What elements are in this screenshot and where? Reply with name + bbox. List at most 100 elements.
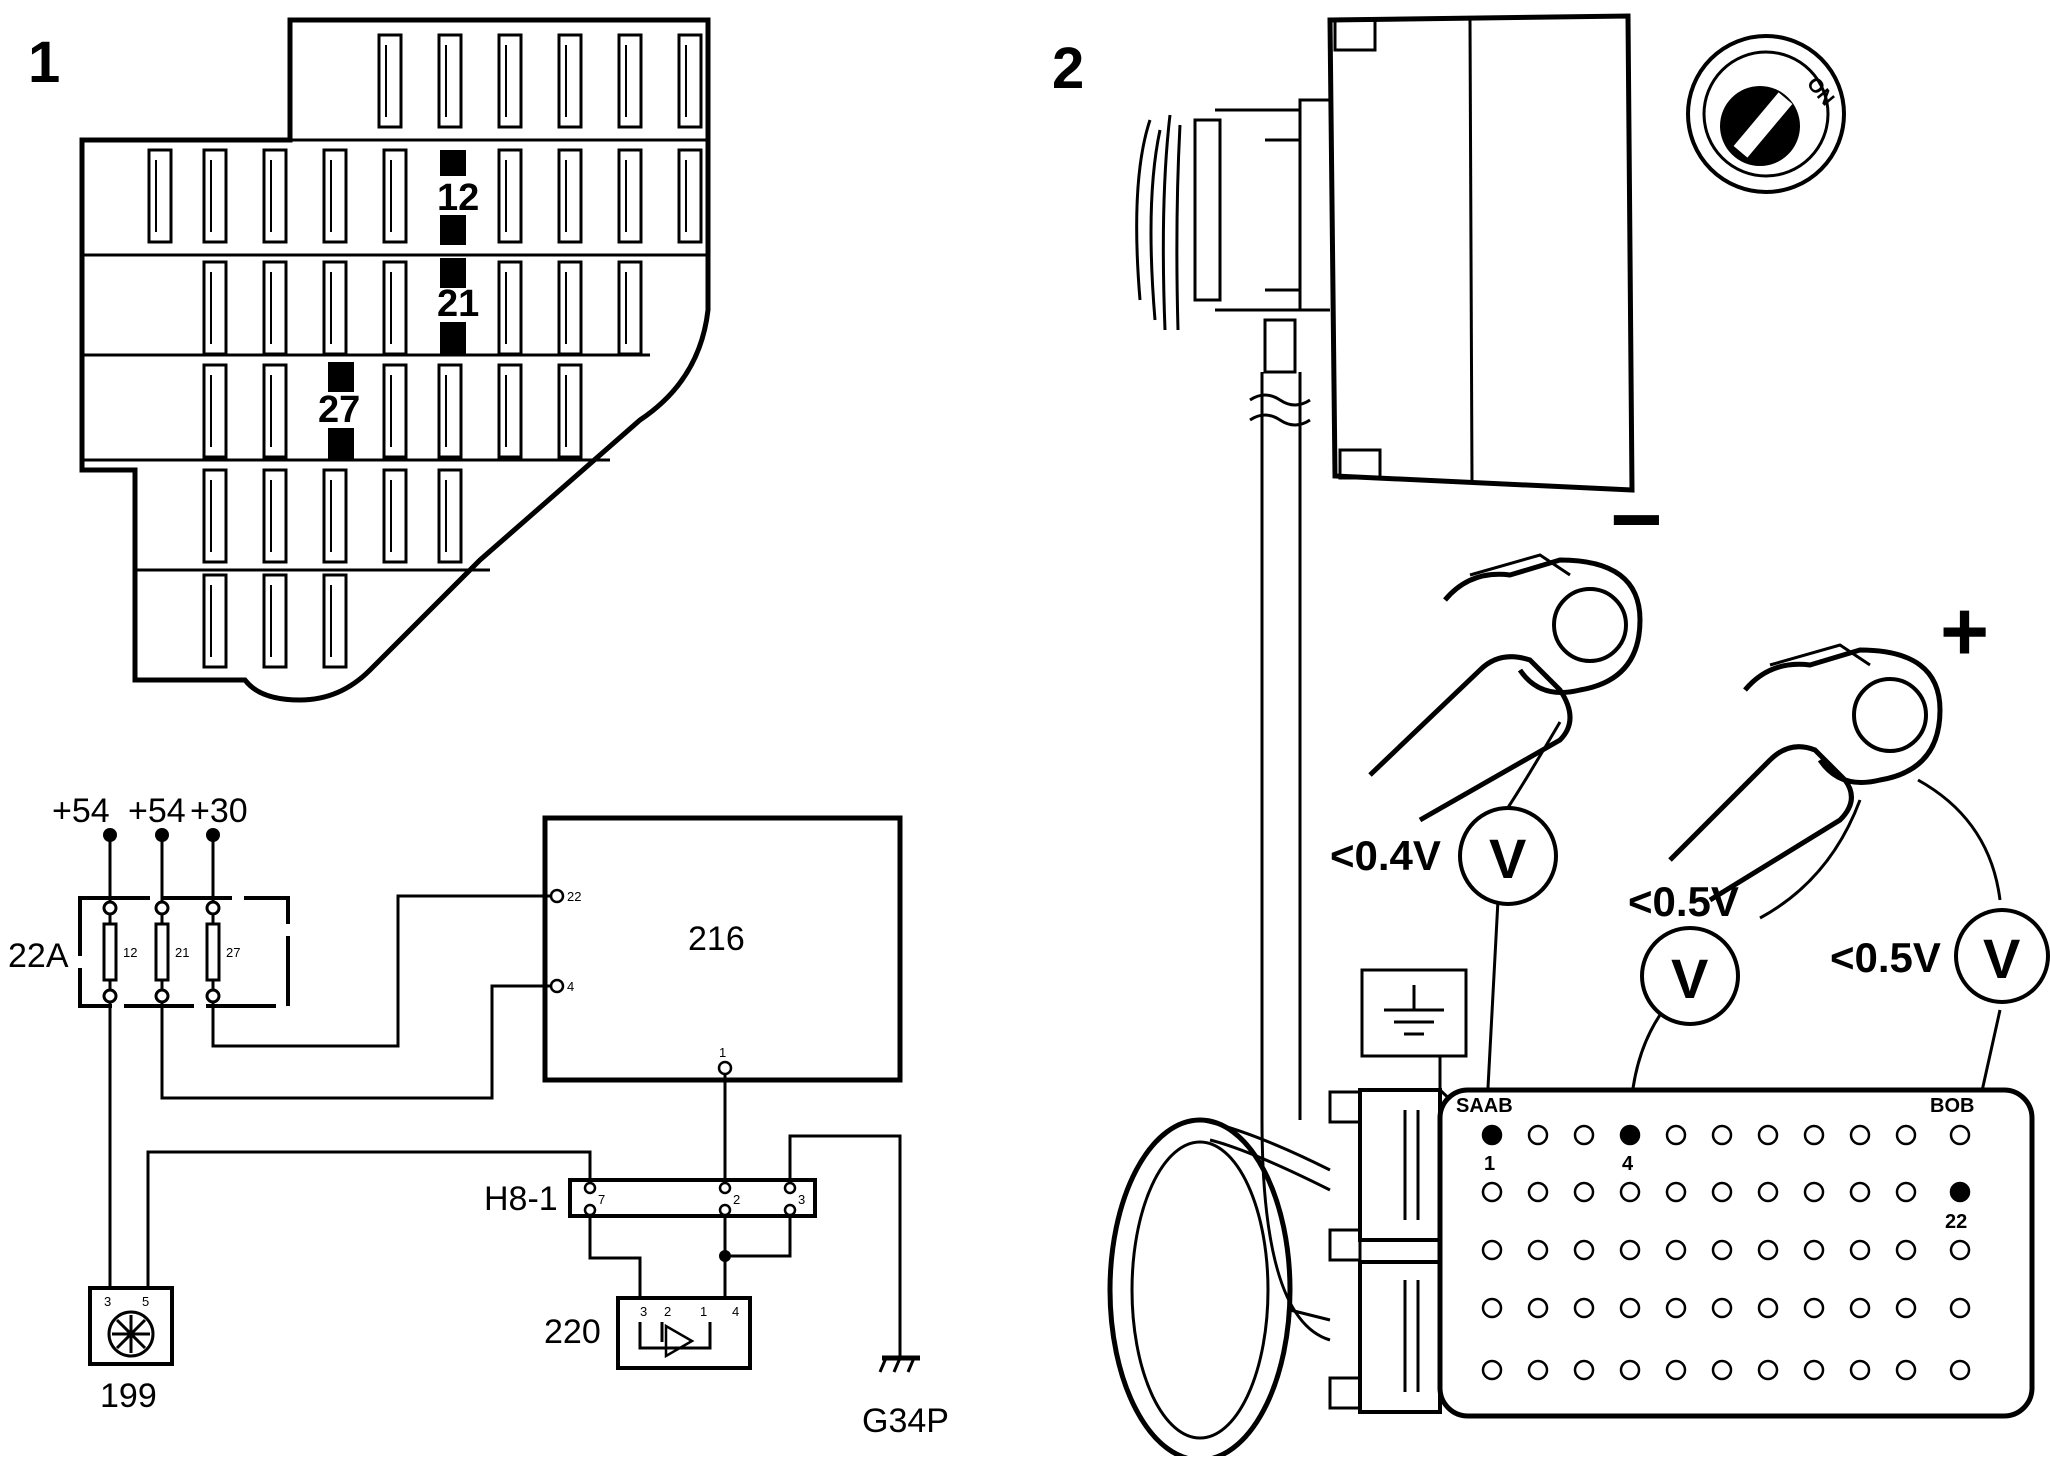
- pin-hole: [1619, 1359, 1641, 1381]
- pin-hole: [1665, 1359, 1687, 1381]
- fuse-slot: [202, 148, 228, 244]
- ecu-pin: 1: [719, 1045, 726, 1060]
- fuse-slot: [262, 148, 288, 244]
- breakout-box-right-label: BOB: [1930, 1095, 1974, 1117]
- test-pin-22: [1950, 1182, 1970, 1202]
- pin-hole: [1757, 1124, 1779, 1146]
- fuse-slot: [557, 363, 583, 459]
- pin-hole: [1665, 1297, 1687, 1319]
- ecu-label: 216: [688, 920, 745, 958]
- pin-hole: [1949, 1124, 1971, 1146]
- connector-h8-1: [568, 1178, 817, 1218]
- pin-hole: [1527, 1124, 1549, 1146]
- fuse-slot: [437, 33, 463, 129]
- fan-199: [88, 1286, 174, 1366]
- fuse-slot: [497, 260, 523, 356]
- ecu-pin: 4: [567, 979, 574, 994]
- fuse-slot: [202, 260, 228, 356]
- amplifier-icon: [664, 1323, 695, 1359]
- fuse-slot: [437, 363, 463, 459]
- breakout-box: SAAB BOB 1 4 22: [1437, 1087, 2035, 1419]
- pin-hole: [1803, 1181, 1825, 1203]
- ground-icon: [878, 1355, 920, 1373]
- fuse-slot: [202, 573, 228, 669]
- fuse-box: 12 21 27: [79, 17, 711, 703]
- fuse-slot: [557, 33, 583, 129]
- pin-hole: [1895, 1359, 1917, 1381]
- ecu-housing: [1135, 13, 1635, 1120]
- voltmeter: V: [1640, 926, 1740, 1026]
- fan-pin: 3: [104, 1294, 111, 1309]
- fuse-number: 12: [123, 945, 137, 960]
- supply-label: +54: [52, 792, 110, 830]
- fuse-slot: [557, 148, 583, 244]
- connector-label: H8-1: [484, 1180, 558, 1218]
- ignition-on-label: ON: [1802, 73, 1838, 110]
- fuse-slot: [262, 260, 288, 356]
- fuse-slot: [382, 363, 408, 459]
- fuse-grid: [147, 33, 703, 669]
- pin-hole: [1757, 1239, 1779, 1261]
- voltage-reading: <0.5V: [1830, 934, 1941, 981]
- sensor-pin: 1: [700, 1304, 707, 1319]
- pin-grid: [1481, 1124, 1971, 1381]
- fuse-slot: [382, 148, 408, 244]
- fuse-slot: [322, 573, 348, 669]
- fuse-number: 27: [226, 945, 240, 960]
- negative-battery-terminal: [1368, 553, 1643, 823]
- pin-hole: [1949, 1297, 1971, 1319]
- pin-hole: [1665, 1124, 1687, 1146]
- pin-hole: [1619, 1239, 1641, 1261]
- pin-hole: [1895, 1181, 1917, 1203]
- highlighted-fuse-marker: [440, 215, 466, 245]
- pin-hole: [1481, 1239, 1503, 1261]
- fuse-slot: [262, 363, 288, 459]
- pin-hole: [1803, 1124, 1825, 1146]
- positive-battery-terminal: [1668, 643, 1943, 903]
- pin-hole: [1527, 1359, 1549, 1381]
- panel-2-number: 2: [1052, 36, 1084, 101]
- fuse-slot: [617, 33, 643, 129]
- ground-label: G34P: [862, 1402, 949, 1440]
- pin-hole: [1665, 1181, 1687, 1203]
- fuse-12-label: 12: [437, 177, 479, 219]
- panel-1-number: 1: [28, 30, 60, 95]
- fuse-block-label: 22A: [8, 937, 69, 975]
- sensor-220: [616, 1296, 752, 1370]
- fuse-slot: [322, 468, 348, 564]
- breakout-box-left-label: SAAB: [1456, 1095, 1513, 1117]
- pin-hole: [1895, 1124, 1917, 1146]
- fuse-slot: [437, 468, 463, 564]
- pin-hole: [1849, 1297, 1871, 1319]
- pin-label: 1: [1484, 1153, 1495, 1175]
- wiring-schematic: +54 +54 +30 22A 12 21 27 216 22 4: [8, 792, 949, 1440]
- pin-hole: [1481, 1181, 1503, 1203]
- fuse-slot: [322, 260, 348, 356]
- voltmeter-symbol: V: [1489, 827, 1526, 890]
- ecu-216: [542, 815, 903, 1083]
- fuse-slot: [382, 260, 408, 356]
- pin-hole: [1803, 1239, 1825, 1261]
- pin-label: 4: [1622, 1153, 1634, 1175]
- ground-icon: [1360, 968, 1478, 1126]
- voltage-reading: <0.5V: [1628, 878, 1739, 925]
- fuse-block-22a: [78, 896, 290, 1008]
- negative-terminal-label: −: [1610, 470, 1663, 570]
- pin-hole: [1527, 1297, 1549, 1319]
- fuse-slot: [377, 33, 403, 129]
- sensor-pin: 4: [732, 1304, 739, 1319]
- fuse-slot: [497, 363, 523, 459]
- pin-hole: [1849, 1124, 1871, 1146]
- pin-hole: [1527, 1239, 1549, 1261]
- highlighted-fuse-marker: [440, 150, 466, 176]
- highlighted-fuse-marker: [440, 258, 466, 288]
- pin-hole: [1849, 1181, 1871, 1203]
- ecu-pin: 22: [567, 889, 581, 904]
- pin-hole: [1573, 1359, 1595, 1381]
- sensor-pin: 3: [640, 1304, 647, 1319]
- sensor-label: 220: [544, 1313, 601, 1351]
- pin-label: 22: [1945, 1211, 1967, 1233]
- fan-pin: 5: [142, 1294, 149, 1309]
- fuse-slot: [617, 148, 643, 244]
